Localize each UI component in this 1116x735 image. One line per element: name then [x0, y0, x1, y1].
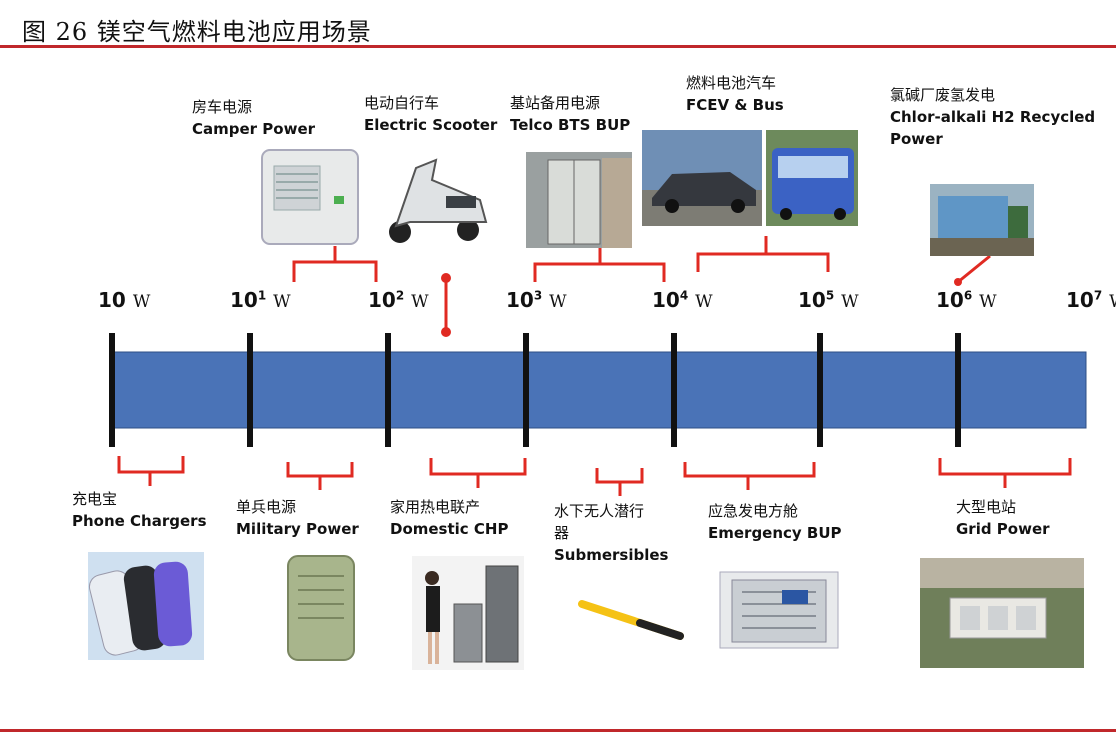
- bracket-telco: [533, 248, 666, 282]
- tick-label-10-7: 107 W: [1066, 288, 1116, 312]
- bracket-military: [286, 462, 354, 490]
- figure-title: 图 26 镁空气燃料电池应用场景: [22, 18, 372, 46]
- tick-label-10-1: 101 W: [230, 288, 291, 312]
- title-rule: [0, 45, 1116, 48]
- tick-lines: [109, 333, 961, 447]
- chlor-alkali-image: [930, 184, 1034, 256]
- grid-power-image: [920, 558, 1084, 668]
- tick-label-10-6: 106 W: [936, 288, 997, 312]
- power-scale-bar: [109, 351, 1087, 429]
- scooter-image: [380, 140, 494, 244]
- bracket-fcev: [696, 236, 830, 272]
- bracket-sub: [595, 468, 644, 496]
- bracket-grid: [938, 458, 1072, 488]
- phone-chargers-image: [88, 552, 204, 660]
- military-power-image: [287, 555, 355, 661]
- fc-bus-image: [766, 130, 858, 226]
- domestic-chp-image: [412, 556, 524, 670]
- bottom-rule: [0, 729, 1116, 732]
- tick-label-10-5: 105 W: [798, 288, 859, 312]
- scooter-dot: [441, 273, 451, 283]
- submersible-image: [572, 588, 688, 648]
- bracket-chlor-stem: [957, 254, 991, 284]
- emergency-bup-image: [719, 571, 839, 649]
- tick-label-10-4: 104 W: [652, 288, 713, 312]
- chlor-dot: [954, 278, 962, 286]
- bracket-phone: [117, 456, 185, 486]
- bracket-emergency: [683, 462, 816, 490]
- bracket-chp: [429, 458, 527, 488]
- fcev-car-image: [642, 130, 762, 226]
- tick-label-10-3: 103 W: [506, 288, 567, 312]
- telco-cabinet-image: [526, 152, 632, 248]
- tick-label-10-2: 102 W: [368, 288, 429, 312]
- tick-label-10: 10 W: [98, 288, 151, 312]
- camper-image: [261, 149, 359, 245]
- scooter-dot-bottom: [441, 327, 451, 337]
- bracket-camper: [292, 246, 378, 282]
